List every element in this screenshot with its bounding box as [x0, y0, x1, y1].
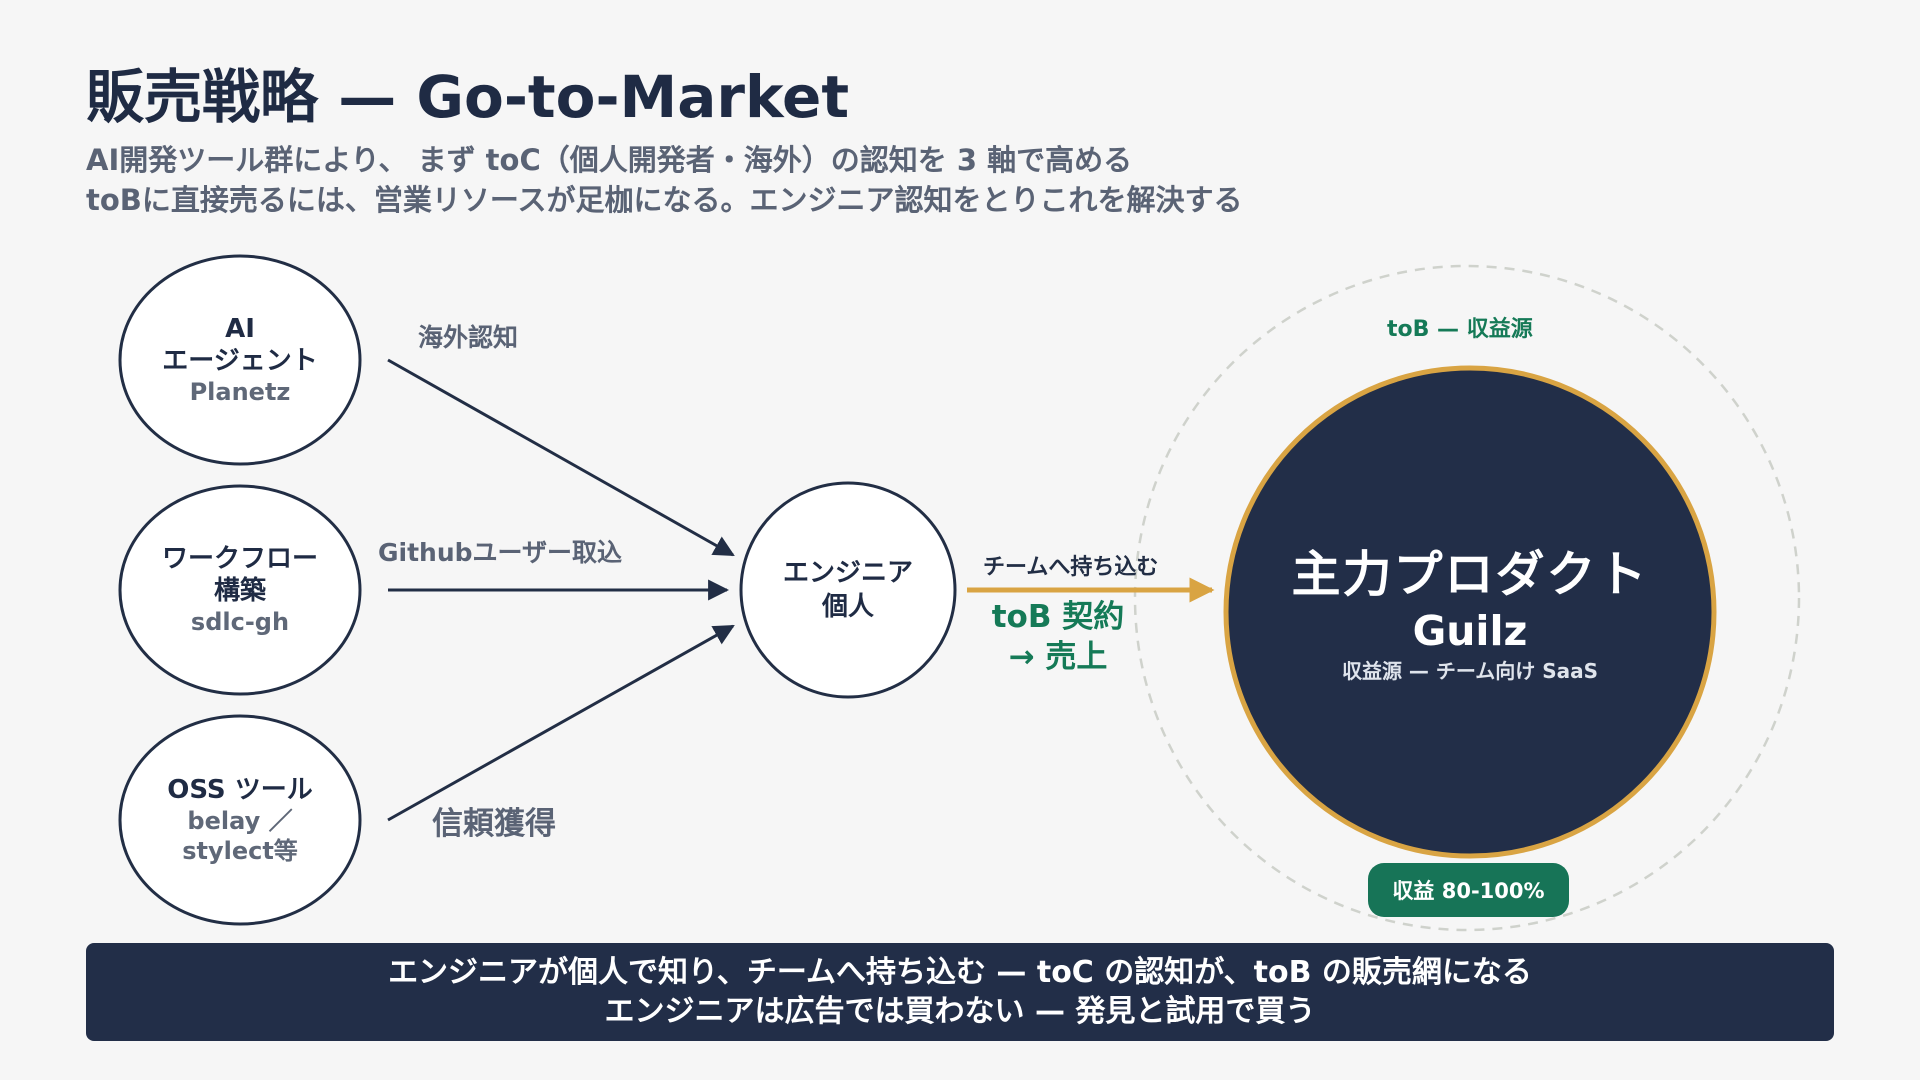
- edge-label-trust: 信頼獲得: [432, 806, 556, 842]
- revenue-badge: 収益 80-100%: [1368, 863, 1569, 917]
- product-name: Guilz: [1412, 607, 1528, 655]
- summary-banner: エンジニアが個人で知り、チームへ持ち込む — toC の認知が、toB の販売網…: [86, 943, 1834, 1041]
- product-subtitle: 収益源 — チーム向け SaaS: [1341, 659, 1599, 683]
- team-carry-label: チームへ持ち込む: [983, 555, 1159, 580]
- source-label-workflow: ワークフロー 構築 sdlc-gh: [140, 530, 340, 650]
- revenue-ring: [1133, 264, 1801, 932]
- source-label-ai-agent: AI エージェント Planetz: [140, 300, 340, 420]
- arrow-oss-to-engineer: [387, 624, 735, 822]
- tob-contract-label: toB 契約 → 売上: [958, 597, 1158, 677]
- product-label: 主力プロダクト Guilz 収益源 — チーム向け SaaS: [1270, 540, 1670, 690]
- page-subtitle: AI開発ツール群により、 まず toC（個人開発者・海外）の認知を 3 軸で高め…: [86, 140, 1242, 220]
- source-subtitle: Planetz: [189, 378, 291, 406]
- source-subtitle: stylect等: [182, 837, 298, 865]
- banner-line: エンジニアは広告では買わない — 発見と試用で買う: [604, 994, 1316, 1029]
- edge-label-overseas: 海外認知: [418, 323, 519, 352]
- source-subtitle: belay ／: [187, 807, 293, 835]
- page-title: 販売戦略 — Go-to-Market: [86, 63, 850, 131]
- subtitle-line: toBに直接売るには、営業リソースが足枷になる。エンジニア認知をとりこれを解決す…: [86, 183, 1243, 217]
- arrow-ai-to-engineer: [387, 358, 735, 557]
- engineer-label: エンジニア 個人: [748, 550, 948, 630]
- product-circle: [1223, 365, 1717, 859]
- source-label-oss: OSS ツール belay ／ stylect等: [140, 760, 340, 880]
- subtitle-line: AI開発ツール群により、 まず toC（個人開発者・海外）の認知を 3 軸で高め…: [86, 143, 1133, 177]
- source-node-oss: [118, 714, 362, 926]
- source-title: AI: [225, 314, 255, 344]
- source-node-ai-agent: [118, 254, 362, 466]
- contract-line: → 売上: [1008, 639, 1108, 675]
- source-title: エージェント: [162, 346, 318, 376]
- engineer-line: エンジニア: [782, 558, 913, 588]
- source-title: 構築: [213, 576, 266, 606]
- source-subtitle: sdlc-gh: [190, 608, 290, 636]
- source-node-workflow: [118, 484, 362, 696]
- banner-line: エンジニアが個人で知り、チームへ持ち込む — toC の認知が、toB の販売網…: [388, 955, 1532, 990]
- product-title: 主力プロダクト: [1291, 546, 1649, 603]
- ring-label: toB — 収益源: [1387, 317, 1533, 342]
- engineer-node: [739, 481, 957, 699]
- edge-label-github: Githubユーザー取込: [378, 538, 623, 567]
- engineer-line: 個人: [821, 592, 874, 622]
- contract-line: toB 契約: [991, 599, 1125, 635]
- source-title: ワークフロー: [161, 544, 318, 574]
- source-title: OSS ツール: [167, 775, 313, 805]
